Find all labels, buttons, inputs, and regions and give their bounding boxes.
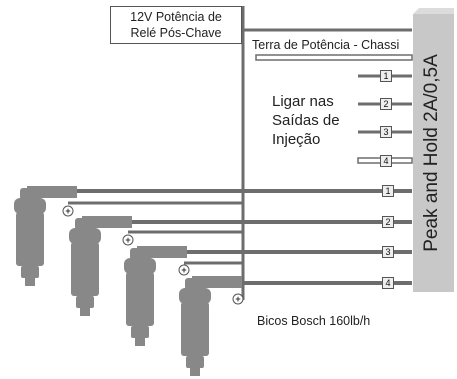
- module-top-bevel: [413, 8, 454, 14]
- plus-sign-1: +: [65, 206, 70, 216]
- injector-1: [14, 186, 77, 286]
- module-label-area: Peak and Hold 2A/0,5A: [410, 14, 454, 292]
- relay-label-line1: 12V Potência de: [130, 10, 222, 24]
- injector-wire-number-1: 1: [382, 185, 394, 197]
- injector-2: [69, 216, 132, 316]
- injector-wire-number-2: 2: [382, 216, 394, 228]
- injection-label-line1: Ligar nas: [272, 93, 334, 110]
- ground-chassis-wire: [255, 54, 413, 61]
- relay-label-box: 12V Potência de Relé Pós-Chave: [110, 6, 242, 44]
- ground-label: Terra de Potência - Chassi: [252, 38, 400, 52]
- injector-4: [179, 276, 242, 376]
- peak-hold-module: [413, 14, 454, 292]
- output-number-1: 1: [380, 70, 392, 82]
- output-number-3: 3: [380, 126, 392, 138]
- injection-label-line3: Injeção: [272, 131, 321, 148]
- injection-output-stubs: [357, 74, 413, 164]
- injector-wire-number-3: 3: [382, 246, 394, 258]
- plus-sign-4: +: [235, 294, 240, 304]
- module-label: Peak and Hold 2A/0,5A: [421, 54, 442, 252]
- output-number-2: 2: [380, 98, 392, 110]
- output-number-4: 4: [380, 155, 392, 167]
- injector-model-label: Bicos Bosch 160lb/h: [257, 314, 371, 328]
- injector-signal-wires: [60, 189, 412, 285]
- injector-3: [124, 246, 187, 346]
- relay-label-line2: Relé Pós-Chave: [130, 26, 222, 40]
- injector-wire-number-4: 4: [382, 277, 394, 289]
- injection-label-line2: Saídas de: [272, 112, 340, 129]
- plus-sign-2: +: [125, 235, 130, 245]
- injection-outputs-label: Ligar nas Saídas de Injeção: [272, 92, 340, 149]
- positive-terminal-markers: [62, 205, 244, 305]
- plus-sign-3: +: [181, 265, 186, 275]
